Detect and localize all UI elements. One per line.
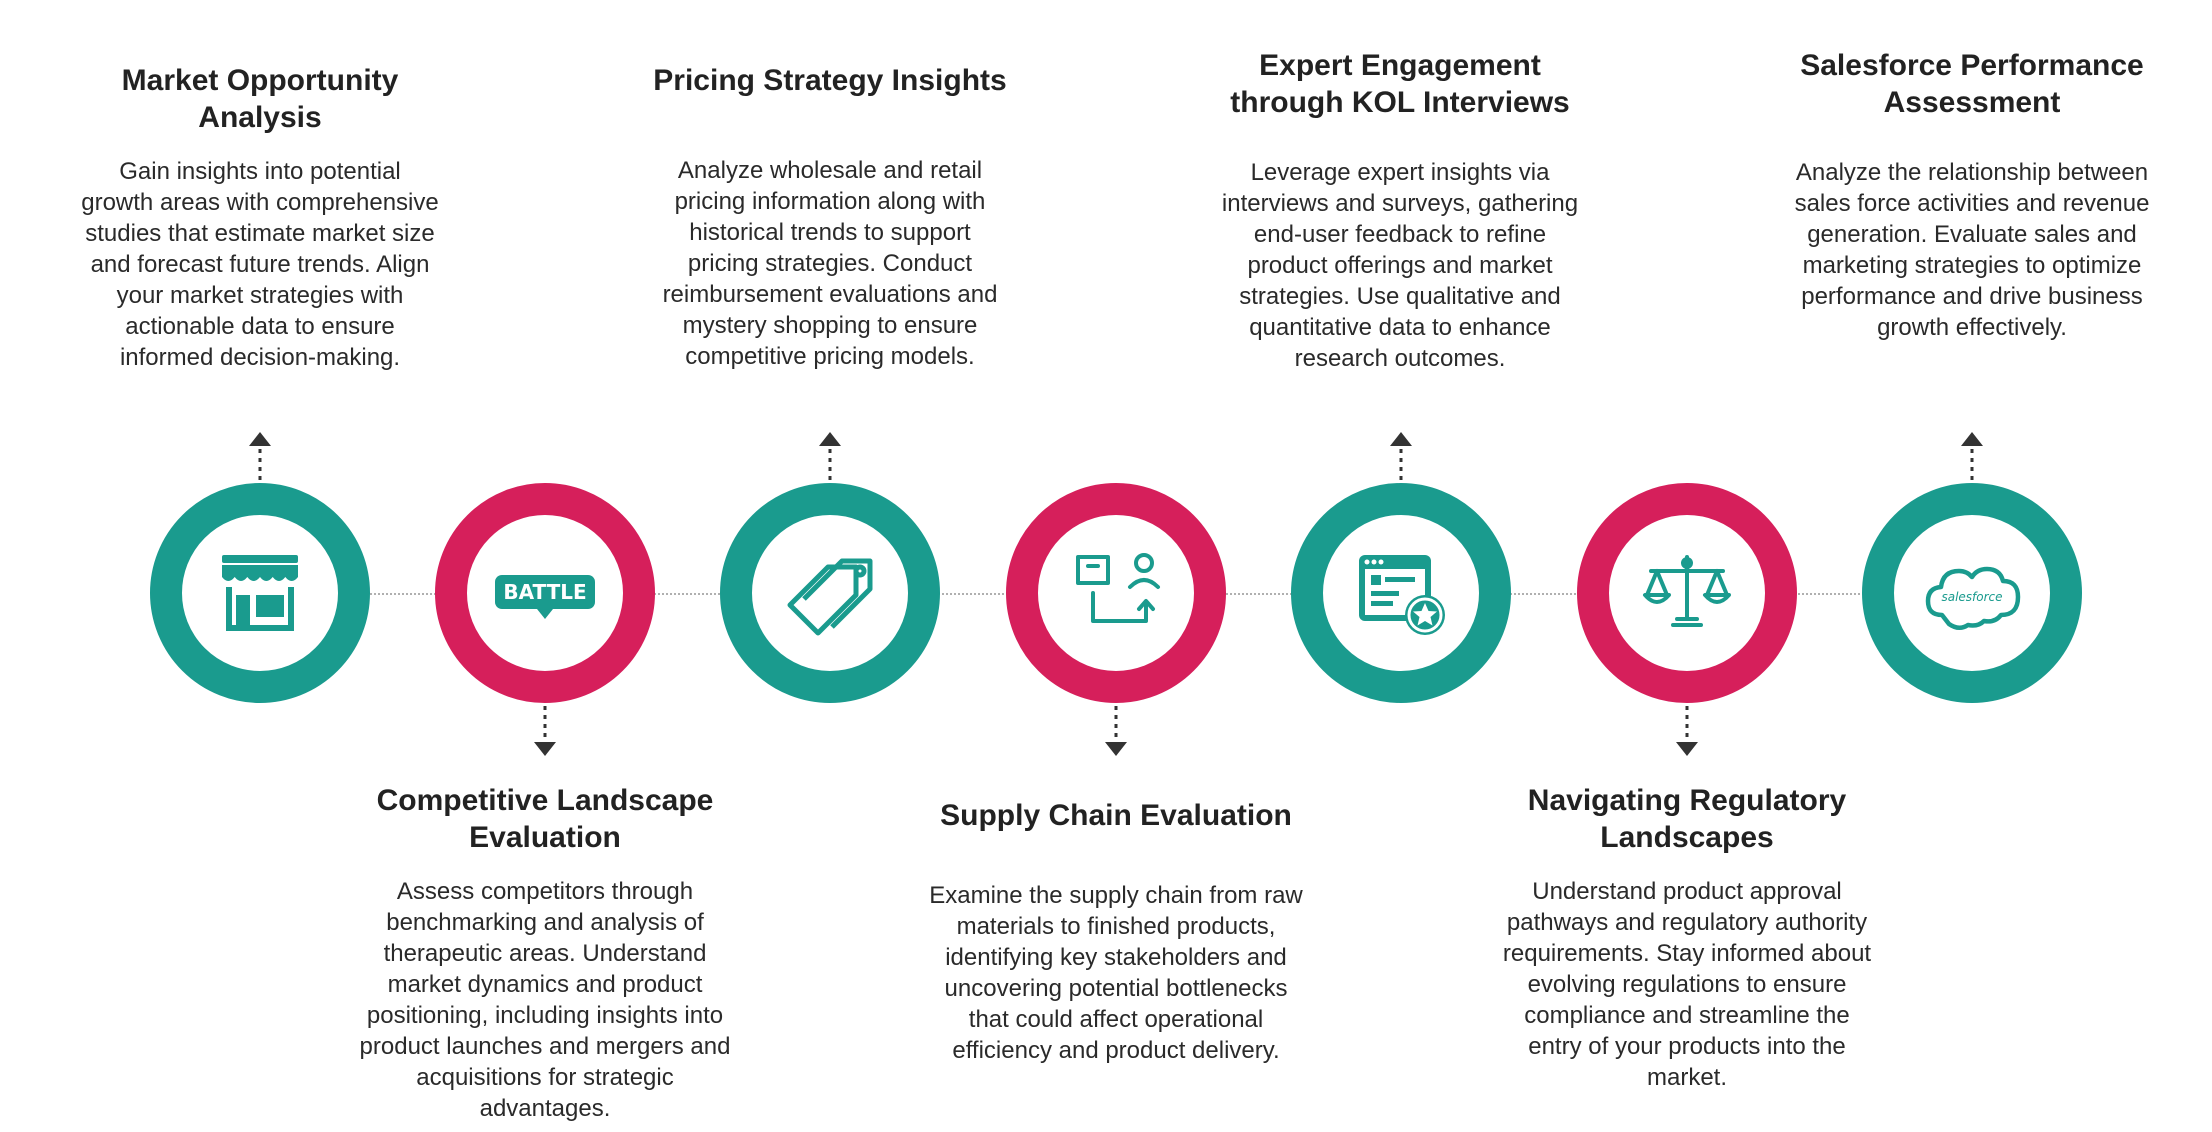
step-7-title: Salesforce Performance Assessment (1800, 49, 2144, 119)
step-4-description: Examine the supply chain from raw materi… (929, 882, 1303, 1064)
step-1-text: Market Opportunity Analysis Gain insight… (50, 62, 470, 373)
salesforce-logo-text: salesforce (1941, 590, 2002, 604)
step-5-text: Expert Engagement through KOL Interviews… (1190, 47, 1610, 374)
step-5-title: Expert Engagement through KOL Interviews (1230, 49, 1570, 119)
step-6-arrow-down-icon (1675, 706, 1699, 756)
step-5-description: Leverage expert insights via interviews … (1221, 159, 1579, 372)
step-6-description: Understand product approval pathways and… (1502, 878, 1872, 1091)
step-1-arrow-up-icon (248, 432, 272, 482)
battle-badge-icon: BATTLE (495, 575, 595, 619)
step-1-description: Gain insights into potential growth area… (81, 158, 439, 371)
step-2-ring: BATTLE (435, 483, 655, 703)
step-1-ring (150, 483, 370, 703)
step-5-arrow-up-icon (1389, 432, 1413, 482)
step-6-text: Navigating Regulatory Landscapes Underst… (1477, 782, 1897, 1093)
storefront-icon (222, 555, 298, 631)
battle-badge-label: BATTLE (503, 580, 586, 604)
step-4-ring (1006, 483, 1226, 703)
step-6-title: Navigating Regulatory Landscapes (1527, 784, 1847, 854)
step-2-title: Competitive Landscape Evaluation (376, 784, 714, 854)
supply-chain-icon (1076, 553, 1160, 623)
step-3-arrow-up-icon (818, 432, 842, 482)
step-2-description: Assess competitors through benchmarking … (359, 878, 731, 1122)
step-3-description: Analyze wholesale and retail pricing inf… (662, 157, 998, 370)
step-4-arrow-down-icon (1104, 706, 1128, 756)
step-7-arrow-up-icon (1960, 432, 1984, 482)
step-3-text: Pricing Strategy Insights Analyze wholes… (620, 62, 1040, 372)
step-3-title: Pricing Strategy Insights (653, 64, 1007, 97)
step-3-ring (720, 483, 940, 703)
step-1-title: Market Opportunity Analysis (121, 64, 399, 134)
step-2-arrow-down-icon (533, 706, 557, 756)
price-tags-icon (787, 558, 873, 636)
browser-star-icon (1359, 555, 1445, 635)
step-7-ring: salesforce (1862, 483, 2082, 703)
step-7-description: Analyze the relationship between sales f… (1794, 159, 2150, 341)
step-7-text: Salesforce Performance Assessment Analyz… (1762, 47, 2182, 343)
step-6-ring (1577, 483, 1797, 703)
step-4-title: Supply Chain Evaluation (940, 799, 1292, 832)
step-4-text: Supply Chain Evaluation Examine the supp… (906, 797, 1326, 1066)
step-5-ring (1291, 483, 1511, 703)
step-2-text: Competitive Landscape Evaluation Assess … (335, 782, 755, 1124)
scales-icon (1643, 555, 1731, 627)
salesforce-cloud-icon: salesforce (1925, 566, 2021, 630)
